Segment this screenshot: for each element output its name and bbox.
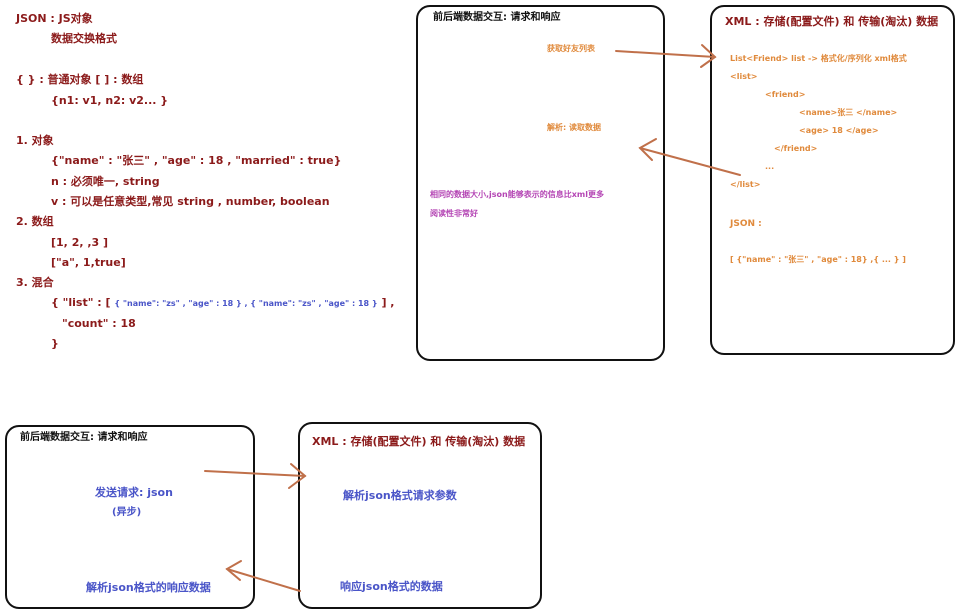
xml-list-open: <list> — [730, 72, 758, 81]
xml-serialize-line: List<Friend> list -> 格式化/序列化 xml格式 — [730, 54, 907, 63]
parse-request-label: 解析json格式请求参数 — [343, 489, 457, 502]
mixed-count: "count" : 18 — [62, 317, 136, 330]
mixed-close: } — [51, 337, 59, 350]
frontend-backend-box — [416, 5, 665, 361]
name-rule: n : 必须唯一, string — [51, 175, 160, 188]
xml-list-close: </list> — [730, 180, 761, 189]
xml-box — [710, 5, 955, 355]
array-example-1: [1, 2, ,3 ] — [51, 236, 109, 249]
xml-name: <name>张三 </name> — [799, 108, 898, 117]
xml-friend-open: <friend> — [765, 90, 806, 99]
json-example: [ {"name" : "张三" , "age" : 18} ,{ ... } … — [730, 255, 906, 264]
braces-note: { } : 普通对象 [ ] : 数组 — [16, 73, 144, 86]
mixed-list-open: { "list" : [ — [51, 296, 111, 309]
async-label: (异步) — [112, 507, 142, 518]
box1-title: 前后端数据交互: 请求和响应 — [433, 12, 561, 23]
box2-title: XML : 存储(配置文件) 和 传输(淘汰) 数据 — [725, 15, 939, 28]
json-subheading: 数据交换格式 — [51, 32, 117, 45]
json-heading: JSON : JS对象 — [16, 12, 93, 25]
section-object: 1. 对象 — [16, 134, 54, 147]
parse-read-label: 解析: 读取数据 — [547, 123, 601, 132]
arrow-request-bottom-icon — [204, 463, 307, 489]
object-syntax: {n1: v1, n2: v2... } — [51, 94, 169, 107]
mixed-example-line: { "list" : [ { "name": "zs" , "age" : 18… — [51, 297, 394, 308]
xml-ellipsis: ... — [765, 162, 775, 171]
arrow-response-bottom-icon — [225, 560, 301, 592]
send-request-label: 发送请求: json — [95, 486, 173, 499]
box3-title: 前后端数据交互: 请求和响应 — [20, 432, 148, 443]
xml-friend-close: </friend> — [774, 144, 818, 153]
value-rule: v : 可以是任意类型,常见 string , number, boolean — [51, 195, 330, 208]
section-array: 2. 数组 — [16, 215, 54, 228]
arrow-request-top-icon — [615, 44, 717, 68]
mixed-list-items: { "name": "zs" , "age" : 18 } , { "name"… — [114, 299, 378, 308]
arrows-layer — [204, 44, 741, 592]
get-friend-list-label: 获取好友列表 — [547, 44, 595, 53]
array-example-2: ["a", 1,true] — [51, 256, 126, 269]
parse-response-label: 解析json格式的响应数据 — [86, 581, 211, 594]
json-label: JSON : — [730, 219, 762, 229]
object-example: {"name" : "张三" , "age" : 18 , "married" … — [51, 154, 342, 167]
xml-age: <age> 18 </age> — [799, 126, 879, 135]
json-advantage-note: 相同的数据大小,json能够表示的信息比xml更多 — [430, 190, 604, 199]
readability-note: 阅读性非常好 — [430, 209, 478, 218]
respond-json-label: 响应json格式的数据 — [340, 580, 443, 593]
mixed-list-close: ] , — [381, 296, 395, 309]
section-mixed: 3. 混合 — [16, 276, 54, 289]
arrow-response-top-icon — [638, 138, 741, 176]
box4-title: XML : 存储(配置文件) 和 传输(淘汰) 数据 — [312, 435, 526, 448]
